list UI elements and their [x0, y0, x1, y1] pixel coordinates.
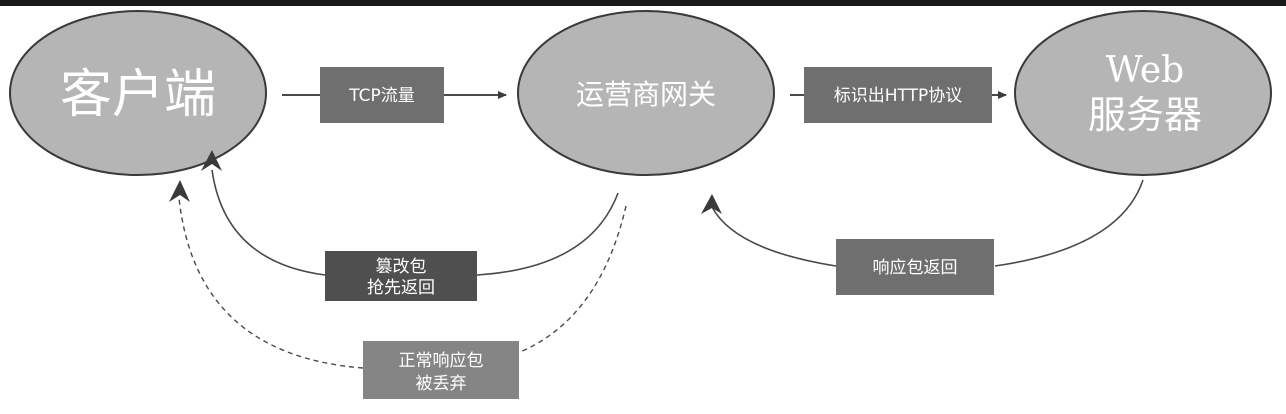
dropped-response-line2: 被丢弃: [416, 374, 467, 394]
web-server-label-line2: 服务器: [1088, 93, 1202, 137]
http-identify-label: 标识出HTTP协议: [834, 86, 963, 106]
dropped-response-box: [363, 341, 519, 399]
tcp-traffic-box: [320, 67, 444, 123]
tampered-packet-box: [325, 251, 477, 301]
web-server-node: [1014, 10, 1272, 176]
gateway-node: [517, 10, 775, 176]
client-label: 客户端: [60, 65, 216, 125]
web-server-label-line1: Web: [1106, 50, 1184, 91]
top-caption-band: [0, 0, 1286, 6]
tcp-traffic-label: TCP流量: [348, 86, 415, 106]
tampered-packet-line1: 篡改包: [376, 256, 427, 277]
server-response-arrowhead: [701, 194, 722, 214]
gateway-label: 运营商网关: [576, 78, 716, 111]
server-response-curve: [711, 179, 1144, 267]
response-return-label: 响应包返回: [873, 258, 958, 278]
dropped-response-arrowhead: [169, 180, 190, 202]
tampered-return-curve: [211, 169, 619, 276]
response-return-box: [836, 239, 994, 295]
dropped-response-curve: [178, 197, 627, 369]
http-identify-box: [804, 67, 992, 123]
dropped-response-line1: 正常响应包: [399, 351, 484, 371]
tampered-return-arrowhead: [201, 150, 222, 171]
tampered-packet-line2: 抢先返回: [367, 278, 435, 298]
client-node: [9, 10, 267, 176]
